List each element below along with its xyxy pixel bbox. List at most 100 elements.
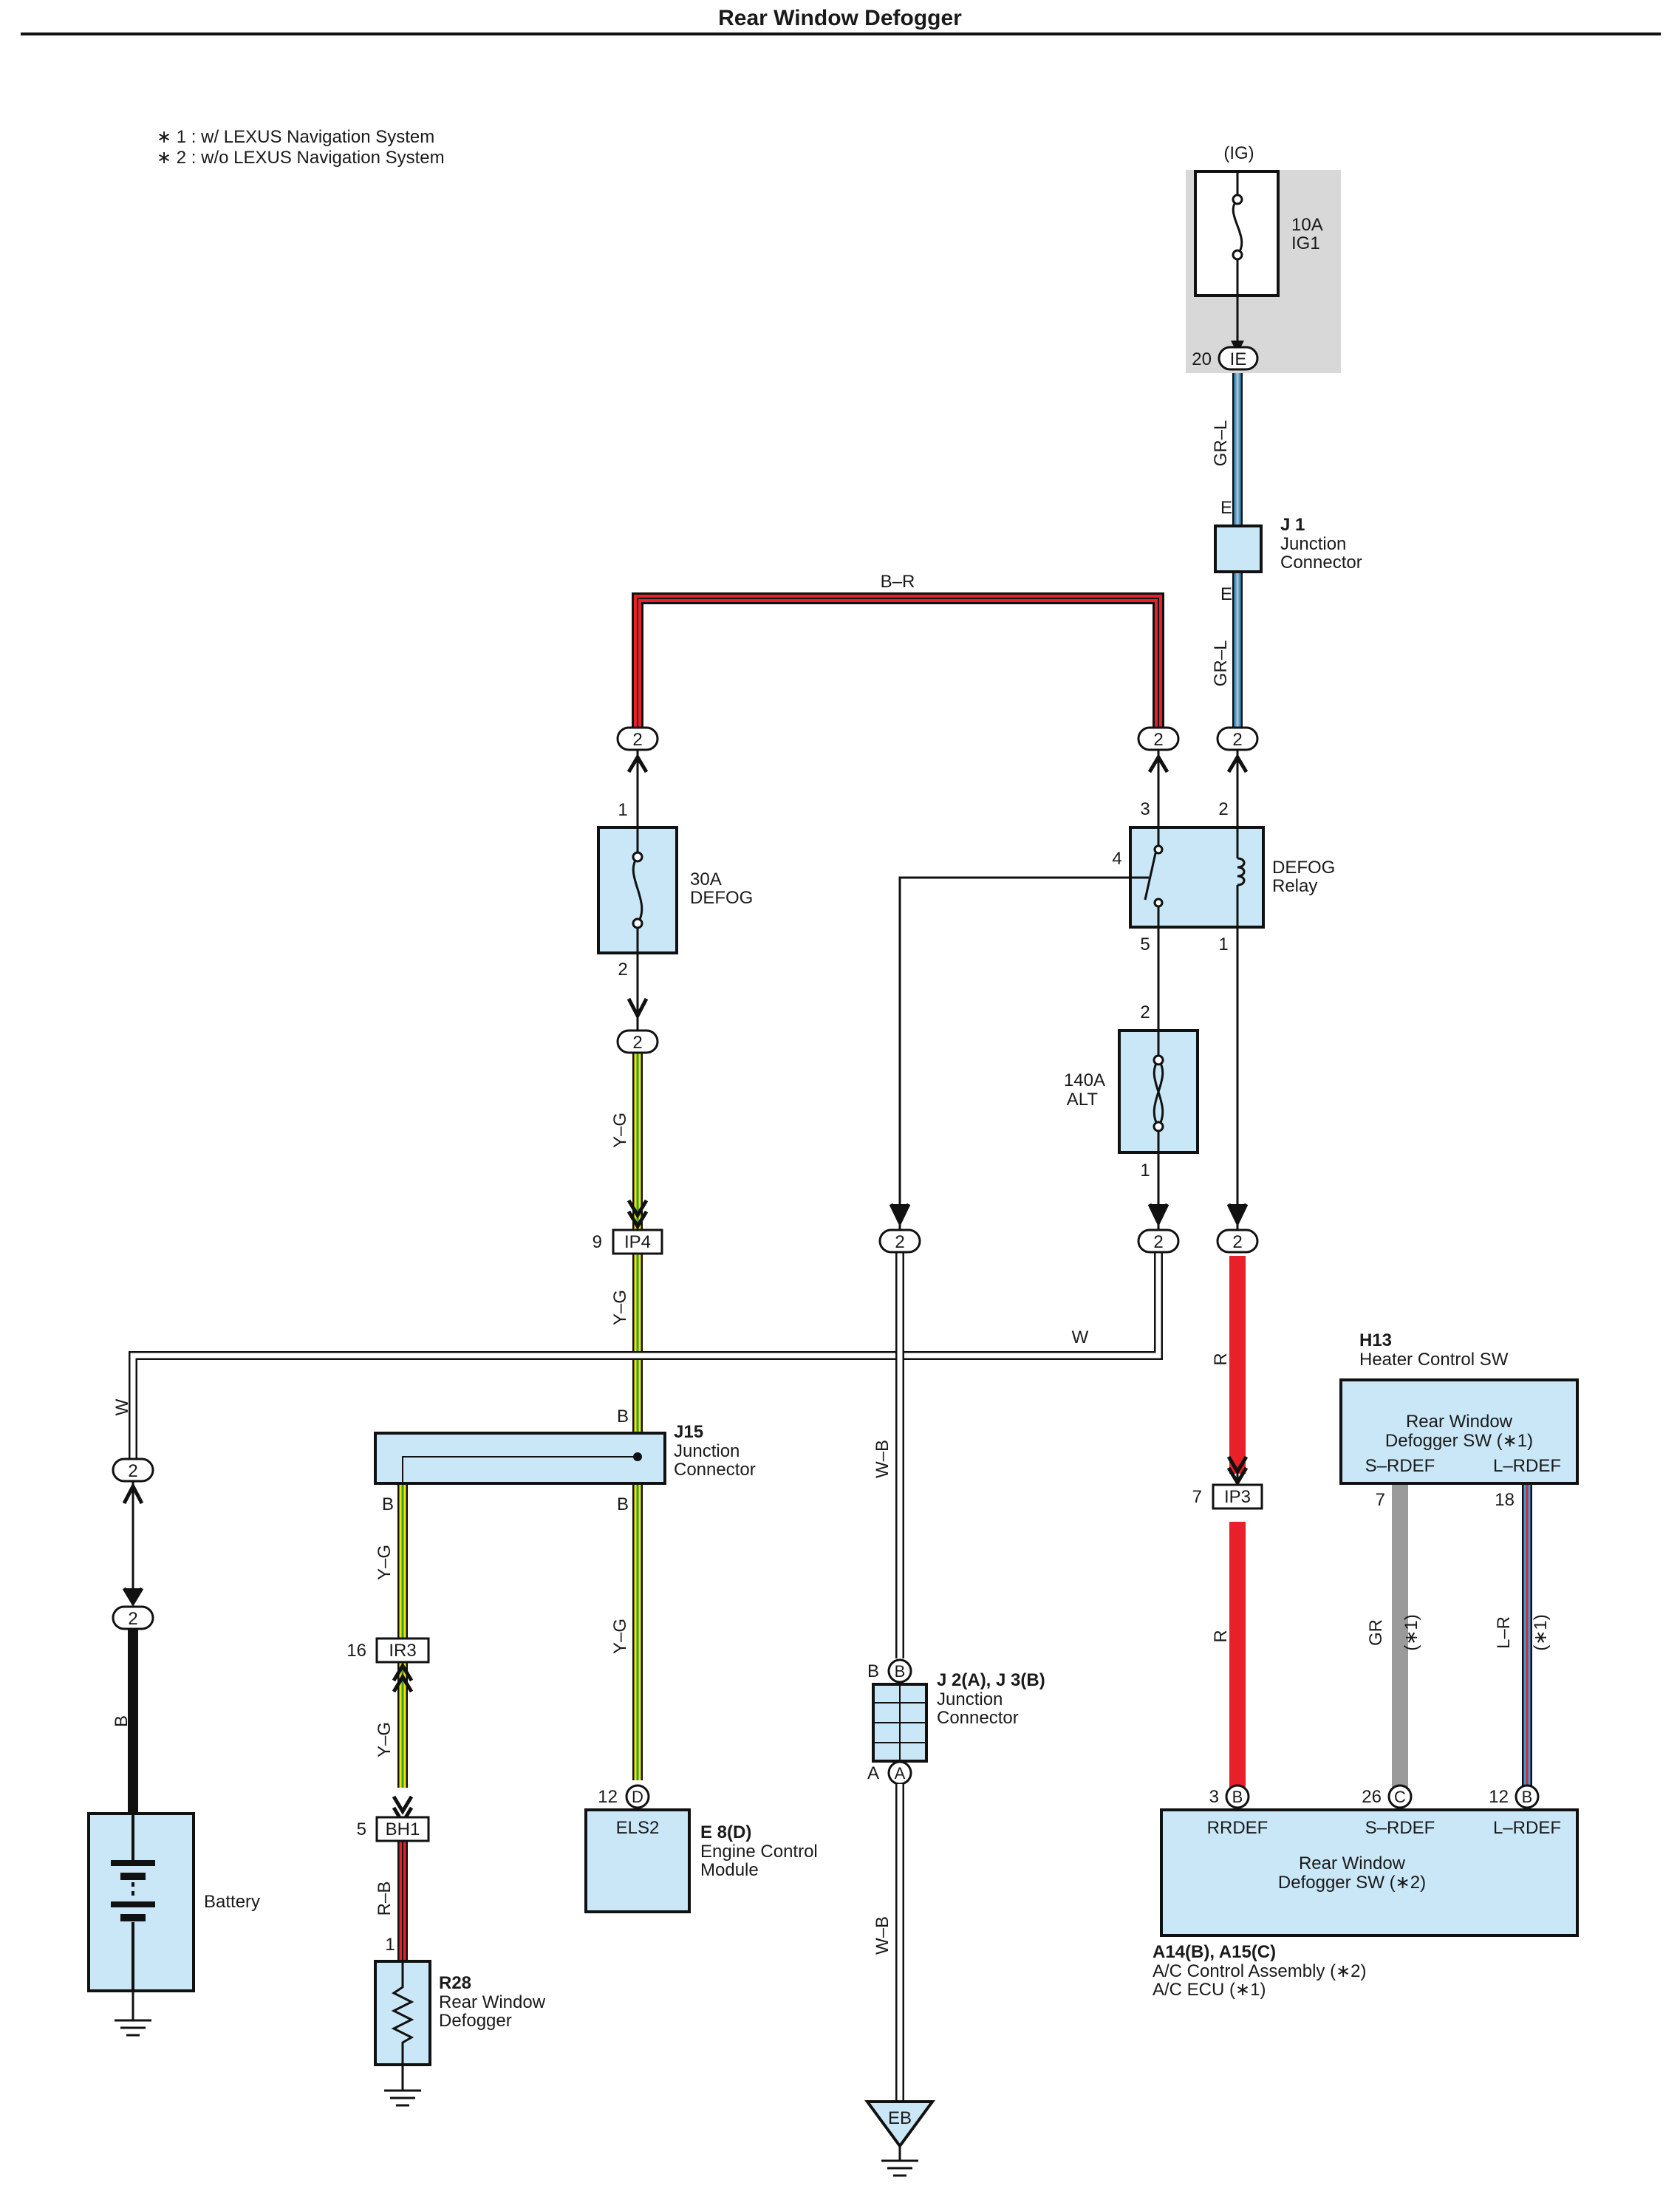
fuse-defog-rating: 30A	[690, 869, 722, 889]
junction-j15	[374, 1432, 666, 1485]
connector-ip4-pin: 9	[593, 1232, 602, 1252]
label-r-b: R–B	[375, 1882, 395, 1916]
svg-text:2: 2	[128, 1461, 137, 1481]
svg-text:A: A	[867, 1763, 879, 1783]
svg-text:2: 2	[1153, 1232, 1163, 1252]
label-y-g-5: Y–G	[375, 1722, 395, 1757]
svg-text:Rear Window: Rear Window	[1299, 1853, 1406, 1873]
connector-2-i: 2	[112, 1605, 154, 1630]
j2-id: J 2(A), J 3(B)	[937, 1670, 1045, 1690]
label-w-2: W	[112, 1398, 132, 1415]
svg-text:5: 5	[1140, 934, 1150, 954]
svg-text:B: B	[617, 1407, 629, 1426]
connector-2-b: 2	[1137, 726, 1180, 751]
fuse-ig1-name: IG1	[1291, 233, 1320, 253]
label-w-1: W	[1072, 1327, 1089, 1347]
connector-2-a: 2	[616, 726, 659, 751]
svg-text:4: 4	[1112, 849, 1121, 869]
svg-text:Defogger SW (∗1): Defogger SW (∗1)	[1385, 1431, 1533, 1451]
svg-text:IE: IE	[1230, 349, 1247, 369]
wire-w	[129, 1252, 1163, 1459]
svg-text:2: 2	[895, 1232, 904, 1252]
note-2: ∗ 2 : w/o LEXUS Navigation System	[157, 148, 445, 168]
battery-icon	[111, 1814, 155, 1991]
ground-icon-r28	[384, 2065, 421, 2107]
svg-text:2: 2	[618, 960, 627, 980]
svg-text:Junction: Junction	[937, 1689, 1003, 1709]
svg-text:3: 3	[1140, 799, 1150, 819]
fuse-alt-name: ALT	[1067, 1090, 1099, 1110]
svg-text:D: D	[632, 1788, 643, 1806]
svg-text:1: 1	[1140, 1161, 1150, 1180]
connector-2-h: 2	[112, 1457, 154, 1483]
connector-2-f: 2	[1137, 1228, 1180, 1254]
relay-coil-icon	[1237, 857, 1246, 886]
ac-pin-26	[1387, 1784, 1413, 1809]
svg-text:ELS2: ELS2	[616, 1818, 660, 1838]
label-y-g-3: Y–G	[375, 1545, 395, 1580]
label-y-g-4: Y–G	[610, 1619, 630, 1654]
label-y-g-2: Y–G	[610, 1290, 630, 1325]
svg-text:26: 26	[1362, 1787, 1382, 1807]
svg-text:Junction: Junction	[1280, 534, 1346, 554]
battery-label: Battery	[204, 1892, 260, 1912]
svg-text:B: B	[895, 1662, 906, 1681]
svg-text:2: 2	[1232, 730, 1242, 750]
svg-text:L–RDEF: L–RDEF	[1493, 1818, 1561, 1838]
svg-text:L–RDEF: L–RDEF	[1493, 1456, 1561, 1476]
h13-id: H13	[1359, 1330, 1392, 1350]
fuse-ig1-rating: 10A	[1291, 215, 1323, 235]
label-w-b-1: W–B	[873, 1440, 892, 1478]
label-r-2: R	[1211, 1630, 1231, 1642]
note-1: ∗ 1 : w/ LEXUS Navigation System	[157, 127, 434, 147]
svg-text:BH1: BH1	[386, 1819, 420, 1839]
svg-text:3: 3	[1209, 1787, 1219, 1807]
connector-ir3	[375, 1637, 430, 1664]
svg-text:(∗1): (∗1)	[1401, 1614, 1421, 1650]
svg-text:EB: EB	[888, 2108, 912, 2128]
label-gr: GR	[1366, 1619, 1386, 1646]
svg-text:B: B	[1522, 1788, 1533, 1806]
svg-text:2: 2	[1232, 1232, 1242, 1252]
engine-control-module	[584, 1808, 691, 1913]
label-l-r: L–R	[1494, 1616, 1514, 1649]
connector-ir3-pin: 16	[346, 1641, 366, 1661]
svg-text:B: B	[867, 1661, 879, 1681]
svg-text:Heater Control SW: Heater Control SW	[1359, 1350, 1509, 1370]
connector-ip3	[1212, 1483, 1263, 1510]
fuse-defog-name: DEFOG	[690, 888, 753, 908]
fuse-ig1-icon	[1232, 198, 1243, 256]
r28-id: R28	[439, 1973, 471, 1993]
ground-icon-battery	[115, 1991, 151, 2037]
svg-text:IP3: IP3	[1224, 1487, 1251, 1507]
connector-2-g: 2	[1216, 1228, 1259, 1254]
wire-relay-4	[898, 876, 1130, 1230]
svg-text:RRDEF: RRDEF	[1207, 1818, 1268, 1838]
connector-2-e: 2	[878, 1228, 921, 1254]
wire-b-r	[632, 592, 1164, 728]
resistor-icon	[391, 1961, 414, 2065]
svg-text:B: B	[617, 1494, 629, 1514]
label-gr-l-2: GR–L	[1211, 640, 1231, 687]
svg-text:IP4: IP4	[624, 1232, 651, 1252]
label-r-1: R	[1211, 1353, 1231, 1365]
svg-text:Defogger: Defogger	[439, 2011, 512, 2031]
svg-text:18: 18	[1495, 1490, 1515, 1510]
connector-ie	[1218, 346, 1259, 371]
svg-text:2: 2	[632, 1033, 642, 1053]
label-b: B	[112, 1715, 132, 1727]
svg-text:Module: Module	[700, 1860, 759, 1880]
svg-text:Relay: Relay	[1272, 876, 1317, 896]
ac-pin-12	[1515, 1784, 1540, 1809]
svg-text:2: 2	[1153, 730, 1163, 750]
heater-control-sw	[1339, 1378, 1579, 1485]
connector-2-c: 2	[1216, 726, 1259, 751]
label-gr-l-1: GR–L	[1211, 420, 1231, 467]
connector-bh1	[375, 1816, 430, 1842]
relay-switch-icon	[1144, 852, 1157, 901]
j2-pin-b	[887, 1658, 912, 1684]
svg-text:C: C	[1394, 1788, 1406, 1806]
svg-text:A: A	[895, 1764, 906, 1783]
svg-text:Junction: Junction	[674, 1441, 740, 1461]
